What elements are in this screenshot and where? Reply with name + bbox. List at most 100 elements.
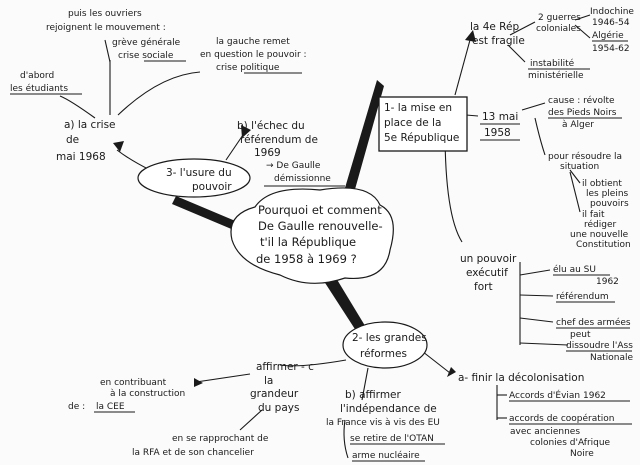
- obtient-3: pouvoirs: [590, 199, 629, 209]
- line-2-to-c: [279, 359, 347, 367]
- gauche-2: en question le pouvoir :: [200, 50, 307, 60]
- date-2: 1958: [484, 127, 511, 139]
- obtient-1: il obtient: [582, 179, 622, 189]
- guerres-2: coloniales: [536, 24, 581, 34]
- etudiants-2: les étudiants: [10, 83, 68, 94]
- center-question: Pourquoi et comment De Gaulle renouvelle…: [256, 203, 383, 266]
- instabilite-2: ministérielle: [528, 70, 584, 81]
- cee: la CEE: [96, 402, 125, 412]
- b-affirmer-2: l'indépendance de: [340, 403, 437, 415]
- referendum: référendum: [556, 291, 609, 302]
- arrowhead-echec: [241, 125, 251, 138]
- line-guerres-indo: [574, 14, 591, 21]
- rediger-2: rédiger: [584, 219, 617, 230]
- center-line-3: t'il la République: [260, 235, 356, 249]
- elu: élu au SU: [553, 264, 596, 275]
- line-crise-etudiants: [59, 95, 96, 119]
- cooperation: accords de coopération: [509, 413, 615, 424]
- gauche-3: crise politique: [216, 63, 280, 73]
- center-line-2: De Gaulle renouvelle-: [258, 219, 383, 233]
- ouvriers-2: rejoignent le mouvement :: [46, 23, 166, 33]
- line-resoudre-obtient: [569, 169, 581, 184]
- etudiants-1: d'abord: [20, 71, 54, 81]
- line-2-to-b: [361, 367, 369, 401]
- line-3-to-echec: [225, 131, 246, 161]
- part3-branch: 3- l'usure du pouvoir b) l'échec du réfé…: [10, 9, 345, 193]
- finir: a- finir la décolonisation: [458, 372, 584, 384]
- line-date-cause: [521, 102, 546, 111]
- evian: Accords d'Évian 1962: [509, 389, 606, 401]
- instabilite-1: instabilité: [530, 58, 575, 69]
- demission-1: → De Gaulle: [266, 161, 321, 171]
- rediger-3: une nouvelle: [570, 230, 629, 240]
- rediger-1: il fait: [582, 210, 605, 220]
- rediger-4: Constitution: [576, 240, 631, 250]
- line-b-bracket: [343, 419, 349, 459]
- echec-1: b) l'échec du: [237, 120, 305, 132]
- wedge-to-part1: [342, 80, 384, 200]
- otan: se retire de l'OTAN: [350, 434, 434, 444]
- contribuant-1: en contribuant: [100, 378, 167, 388]
- line-to-diss: [519, 342, 569, 346]
- c-affirmer-3: grandeur: [250, 388, 299, 400]
- c-affirmer-2: la: [264, 375, 273, 387]
- line-guerres-alg: [574, 24, 591, 39]
- rfa-2: la RFA et de son chancelier: [132, 448, 254, 458]
- dissoudre: dissoudre l'Ass: [566, 341, 633, 351]
- line-3-to-crise: [116, 149, 151, 171]
- part1-title-1: 1- la mise en: [384, 102, 452, 114]
- arrowhead-fragile: [465, 30, 476, 42]
- line-to-chef: [519, 317, 554, 323]
- demission-2: démissionne: [274, 173, 331, 184]
- nationale: Nationale: [590, 353, 634, 363]
- cause-2: des Pieds Noirs: [548, 108, 617, 118]
- part2-title-1: 2- les grandes: [352, 332, 427, 344]
- crise-a-2: de: [66, 134, 79, 146]
- cause-1: cause : révolte: [548, 95, 615, 106]
- crise-sociale: crise sociale: [118, 51, 174, 61]
- executif-3: fort: [474, 281, 493, 293]
- part2-ellipse: [342, 321, 428, 369]
- line-to-ref: [519, 294, 554, 297]
- arrowhead-contrib: [194, 378, 203, 387]
- obtient-2: les pleins: [586, 189, 629, 199]
- line-1-to-date: [465, 114, 479, 117]
- c-affirmer-4: du pays: [258, 402, 299, 414]
- line-fragile-guerres: [509, 21, 536, 36]
- arrowhead-crise: [113, 141, 124, 152]
- part3-ellipse: [137, 158, 251, 198]
- chef: chef des armées: [556, 317, 631, 328]
- line-resoudre-rediger: [569, 171, 581, 213]
- line-fragile-instab: [507, 44, 526, 63]
- indochine: Indochine: [590, 7, 634, 17]
- line-date-resoudre: [534, 117, 546, 156]
- contribuant-3: de :: [68, 402, 85, 412]
- algerie: Algérie: [592, 30, 624, 41]
- peut: peut: [570, 330, 591, 340]
- echec-2: référendum de: [240, 134, 318, 146]
- part1-branch: 1- la mise en place de la 5e République …: [384, 7, 634, 363]
- line-1-to-fragile: [454, 39, 471, 96]
- part2-title-2: réformes: [360, 348, 407, 360]
- elu-year: 1962: [596, 277, 619, 287]
- ouvriers-1: puis les ouvriers: [68, 9, 142, 19]
- center-line-1: Pourquoi et comment: [258, 203, 382, 217]
- nucleaire: arme nucléaire: [352, 450, 420, 461]
- arrowhead-finir: [447, 367, 456, 377]
- executif-1: un pouvoir: [460, 253, 517, 265]
- center-line-4: de 1958 à 1969 ?: [256, 252, 357, 266]
- resoudre-1: pour résoudre la: [548, 151, 622, 162]
- cause-3: à Alger: [562, 120, 594, 130]
- avec-3: Noire: [570, 449, 594, 459]
- resoudre-2: situation: [560, 162, 599, 172]
- ouvriers-3: grève générale: [112, 37, 181, 48]
- part1-box: [378, 96, 468, 152]
- c-affirmer-1: affirmer - c: [256, 361, 314, 373]
- echec-3: 1969: [254, 147, 281, 159]
- part2-branch: 2- les grandes réformes a- finir la déco…: [68, 332, 632, 462]
- fragile-2: est fragile: [472, 35, 525, 47]
- fragile-1: la 4e Rép: [470, 21, 519, 33]
- crise-a-1: a) la crise: [64, 119, 116, 131]
- avec-1: avec anciennes: [510, 427, 580, 437]
